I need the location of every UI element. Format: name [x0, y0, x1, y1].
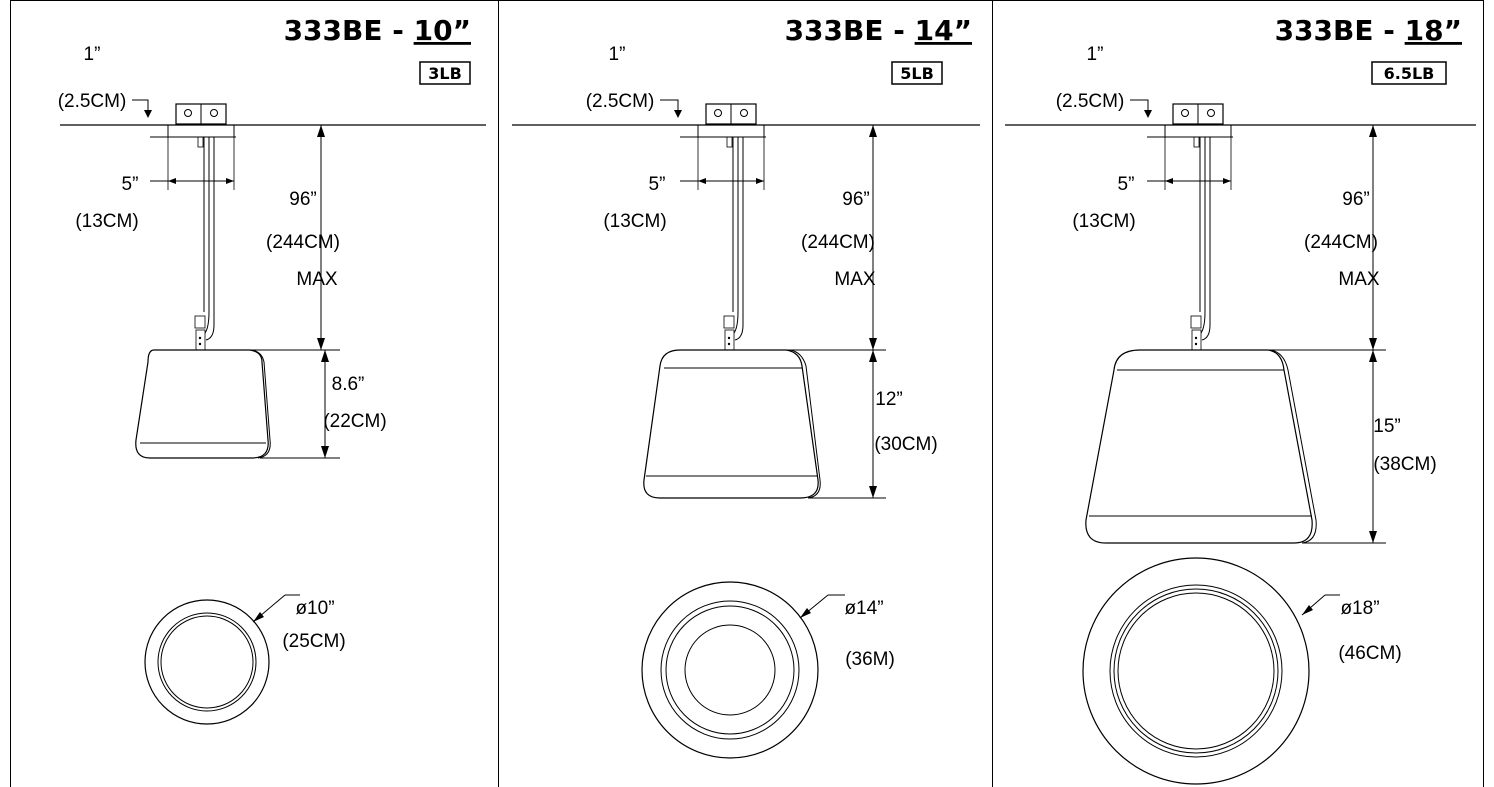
drop-length-note: MAX	[1338, 269, 1380, 290]
speaker-height-cm: (30CM)	[874, 434, 937, 455]
drop-length-in: 96”	[1342, 189, 1369, 210]
bracket-width-in: 5”	[122, 174, 139, 195]
weight-badge-box	[891, 61, 943, 85]
speaker-body-10	[135, 349, 269, 459]
mount-offset-in: 1”	[609, 44, 626, 65]
speaker-plan-outer	[641, 581, 819, 759]
diameter-cm: (25CM)	[282, 631, 345, 652]
bracket-width-in: 5”	[649, 174, 666, 195]
panel-333be-18: 333BE - 18” 6.5LB 1” (2.5CM) 5” (13CM)	[1005, 14, 1476, 785]
panel-333be-14: 333BE - 14” 5LB 1” (2.5CM) 5” (13CM)	[512, 14, 980, 759]
arrowhead	[144, 110, 152, 118]
speaker-plan-outer	[144, 599, 270, 725]
left-border	[10, 0, 11, 787]
diameter-in: ø18”	[1340, 598, 1379, 619]
speaker-height-in: 15”	[1373, 416, 1400, 437]
diameter-cm: (46CM)	[1338, 643, 1401, 664]
speaker-height-in: 8.6”	[332, 374, 365, 395]
mount-offset-in: 1”	[1087, 44, 1104, 65]
drop-length-in: 96”	[842, 189, 869, 210]
speaker-height-cm: (22CM)	[323, 411, 386, 432]
weight-badge: 3LB	[428, 64, 462, 83]
drop-length-cm: (244CM)	[1304, 232, 1378, 253]
weight-badge-box	[419, 61, 471, 85]
speaker-height-cm: (38CM)	[1373, 454, 1436, 475]
drop-length-cm: (244CM)	[801, 232, 875, 253]
drop-length-note: MAX	[296, 269, 338, 290]
right-border	[1483, 0, 1484, 787]
speaker-body-18	[1085, 349, 1313, 544]
drop-length-cm: (244CM)	[266, 232, 340, 253]
bracket-width-cm: (13CM)	[1072, 211, 1135, 232]
mount-offset-cm: (2.5CM)	[58, 91, 127, 112]
diameter-in: ø10”	[295, 598, 334, 619]
speaker-body-14	[643, 349, 819, 499]
diameter-in: ø14”	[844, 598, 883, 619]
drop-length-in: 96”	[289, 189, 316, 210]
mount-offset-cm: (2.5CM)	[1056, 91, 1125, 112]
diameter-cm: (36M)	[845, 649, 895, 670]
drop-length-note: MAX	[834, 269, 876, 290]
model-title: 333BE - 18”	[1275, 14, 1462, 47]
mount-offset-in: 1”	[84, 44, 101, 65]
top-border	[10, 0, 1484, 1]
panel-divider-1	[498, 0, 499, 787]
panel-333be-10: 333BE - 10” 3LB 1” (2.5CM) 5” (13CM)	[58, 14, 486, 725]
bracket-width-cm: (13CM)	[603, 211, 666, 232]
bracket-width-in: 5”	[1118, 174, 1135, 195]
bracket-width-cm: (13CM)	[75, 211, 138, 232]
mount-plate	[167, 124, 235, 138]
model-title: 333BE - 14”	[785, 14, 972, 47]
panel-divider-2	[992, 0, 993, 787]
model-title: 333BE - 10”	[284, 14, 471, 47]
speaker-plan-outer	[1082, 557, 1310, 785]
weight-badge-box	[1371, 61, 1447, 85]
mount-leader	[132, 99, 149, 116]
mount-offset-cm: (2.5CM)	[586, 91, 655, 112]
speaker-height-in: 12”	[875, 389, 902, 410]
weight-badge: 6.5LB	[1384, 64, 1435, 83]
weight-badge: 5LB	[900, 64, 934, 83]
